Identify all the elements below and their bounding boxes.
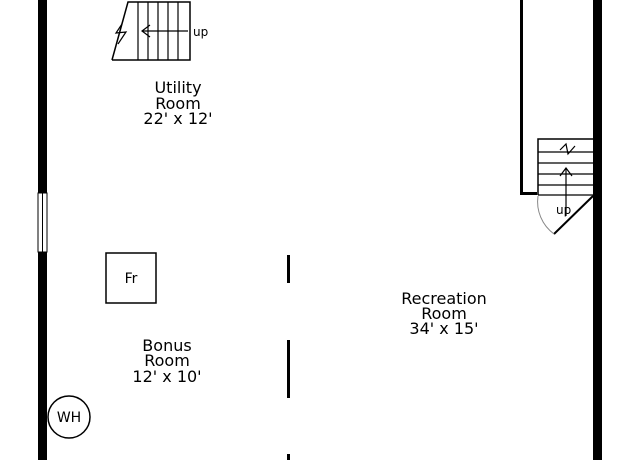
room-bonus-dimensions: 12' x 10'	[132, 367, 201, 386]
fridge: Fr	[105, 252, 157, 304]
left-wall-upper	[38, 0, 47, 193]
left-window	[37, 192, 48, 253]
fridge-box	[105, 252, 157, 304]
room-utility: Utility Room 22' x 12'	[143, 78, 212, 128]
room-utility-name-2: Room	[155, 94, 201, 113]
stair-enclosure-wall	[520, 0, 537, 195]
water-heater-circle	[47, 395, 91, 439]
stairs-utility: up	[111, 1, 208, 61]
door-swing	[537, 195, 594, 235]
left-wall-lower	[38, 252, 47, 460]
stairs-right-label: up	[556, 203, 571, 217]
exterior-walls	[38, 0, 602, 460]
water-heater: WH	[47, 395, 91, 439]
stairs-right: up	[537, 138, 594, 217]
room-recreation-dimensions: 34' x 15'	[409, 319, 478, 338]
partition-middle	[287, 340, 290, 398]
partition-upper	[287, 255, 290, 283]
room-bonus-name-2: Room	[144, 351, 190, 370]
room-recreation-name-2: Room	[421, 304, 467, 323]
room-bonus: Bonus Room 12' x 10'	[132, 336, 201, 386]
right-wall	[593, 0, 602, 460]
fridge-label: Fr	[125, 271, 138, 287]
room-utility-dimensions: 22' x 12'	[143, 109, 212, 128]
partition-lower	[287, 454, 290, 460]
room-utility-name: Utility	[154, 78, 201, 97]
water-heater-label: WH	[57, 410, 81, 426]
room-bonus-name: Bonus	[142, 336, 191, 355]
partition-wall	[287, 255, 290, 460]
room-recreation: Recreation Room 34' x 15'	[401, 289, 487, 338]
stairs-utility-label: up	[193, 25, 208, 39]
room-recreation-name: Recreation	[401, 289, 487, 308]
